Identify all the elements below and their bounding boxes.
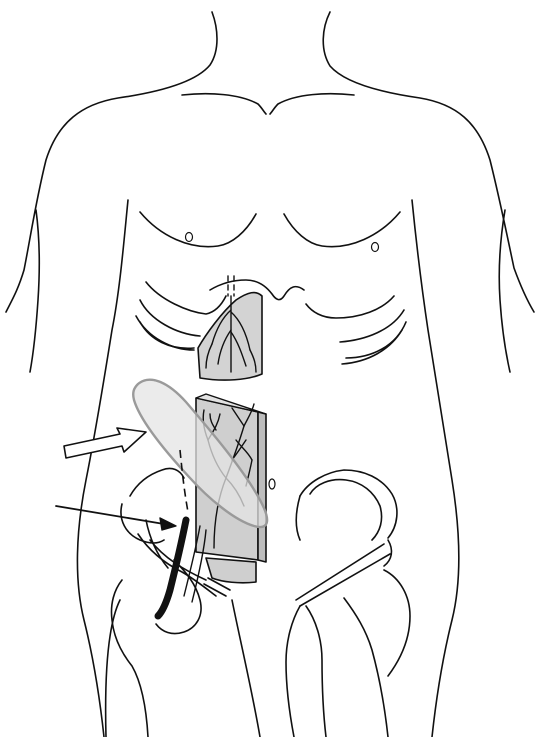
left-nipple (186, 233, 193, 242)
legs (106, 560, 410, 737)
rib-cage (136, 280, 406, 364)
hollow-arrow-icon (64, 428, 146, 458)
line-arrow-icon (56, 506, 176, 530)
navel (269, 479, 275, 489)
torso-outline (6, 12, 534, 737)
chest-contour (140, 94, 400, 252)
right-nipple (372, 243, 379, 252)
upper-graft (198, 276, 262, 380)
